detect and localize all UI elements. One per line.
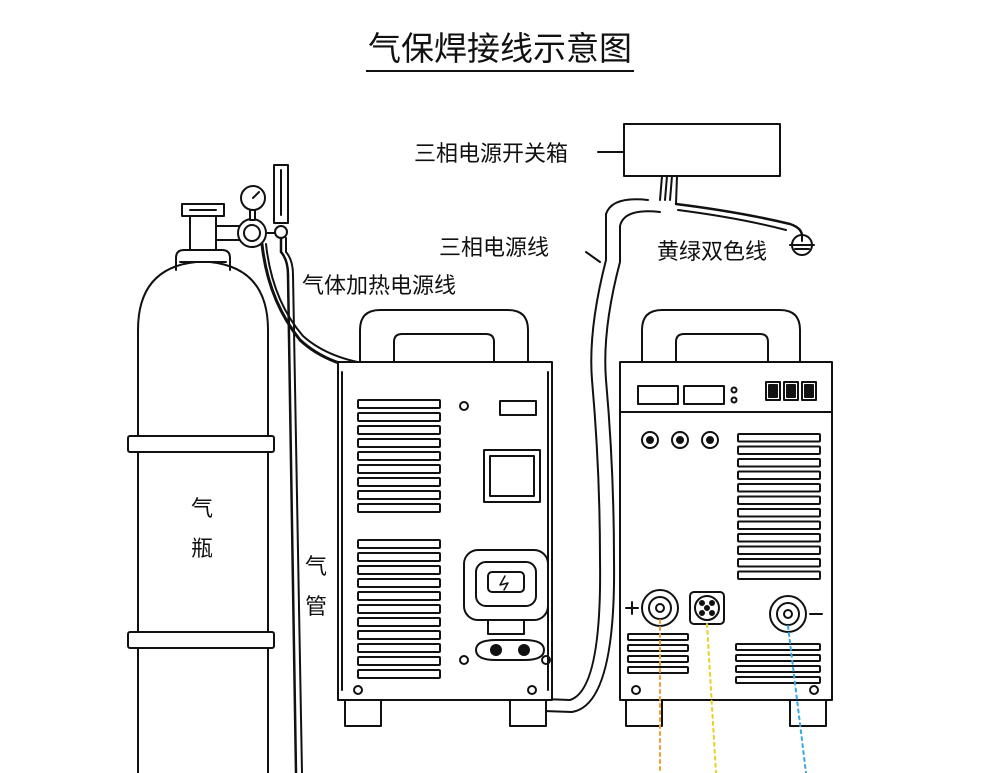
vent-slat bbox=[627, 633, 689, 641]
vent-slat bbox=[357, 565, 441, 575]
vent-slat bbox=[737, 558, 821, 568]
hose-label: 气 管 bbox=[303, 548, 329, 628]
heater-cable-label: 气体加热电源线 bbox=[302, 274, 457, 299]
vent-slat bbox=[737, 520, 821, 530]
vent-slat bbox=[357, 464, 441, 474]
vent-slat bbox=[357, 552, 441, 562]
cylinder-label-char-1: 气 bbox=[190, 497, 213, 522]
vent-slat bbox=[737, 470, 821, 480]
vent-slat bbox=[627, 644, 689, 652]
hose-label-char-2: 管 bbox=[304, 595, 327, 620]
vent-slat bbox=[357, 399, 441, 409]
dotted-line-control bbox=[706, 623, 717, 773]
vent-slat bbox=[357, 604, 441, 614]
vent-slat bbox=[357, 630, 441, 640]
switch-box bbox=[597, 123, 815, 256]
vent-slat bbox=[357, 591, 441, 601]
gas-regulator bbox=[215, 164, 511, 773]
cylinder-label: 气 瓶 bbox=[189, 490, 215, 570]
dotted-line-negative bbox=[787, 625, 807, 773]
vent-slat bbox=[357, 656, 441, 666]
cylinder-label-char-2: 瓶 bbox=[190, 537, 213, 562]
vent-slat bbox=[357, 425, 441, 435]
gas-cylinder bbox=[127, 203, 275, 773]
vent-slat bbox=[737, 458, 821, 468]
welder-front-unit bbox=[619, 309, 833, 727]
vent-slat bbox=[737, 445, 821, 455]
hose-label-char-1: 气 bbox=[304, 555, 327, 580]
vent-slat bbox=[737, 545, 821, 555]
vent-slat bbox=[357, 503, 441, 513]
vent-slat bbox=[357, 477, 441, 487]
vent-slat bbox=[737, 508, 821, 518]
vent-slat bbox=[737, 483, 821, 493]
vent-slat bbox=[357, 539, 441, 549]
ground-wire-label: 黄绿双色线 bbox=[657, 240, 768, 265]
vent-slat bbox=[737, 433, 821, 443]
vent-slat bbox=[357, 578, 441, 588]
diagram-title-text: 气保焊接线示意图 bbox=[366, 29, 634, 72]
vent-slat bbox=[737, 570, 821, 580]
vent-slat bbox=[735, 654, 821, 662]
vent-slat bbox=[735, 676, 821, 684]
vent-slat bbox=[627, 666, 689, 674]
switch-box-label: 三相电源开关箱 bbox=[414, 142, 569, 167]
vent-slat bbox=[737, 533, 821, 543]
vent-slat bbox=[735, 665, 821, 673]
vent-slat bbox=[357, 412, 441, 422]
vent-slat bbox=[357, 669, 441, 679]
vent-slat bbox=[735, 643, 821, 651]
vent-slat bbox=[357, 438, 441, 448]
vent-slat bbox=[627, 655, 689, 663]
three-phase-cable bbox=[514, 198, 649, 701]
vent-slat bbox=[737, 495, 821, 505]
three-phase-cable-label: 三相电源线 bbox=[439, 236, 550, 261]
diagram-title: 气保焊接线示意图 bbox=[0, 22, 1000, 72]
vent-slat bbox=[357, 617, 441, 627]
vent-slat bbox=[357, 451, 441, 461]
vent-slat bbox=[357, 643, 441, 653]
vent-slat bbox=[357, 490, 441, 500]
welder-rear-unit bbox=[337, 309, 553, 727]
